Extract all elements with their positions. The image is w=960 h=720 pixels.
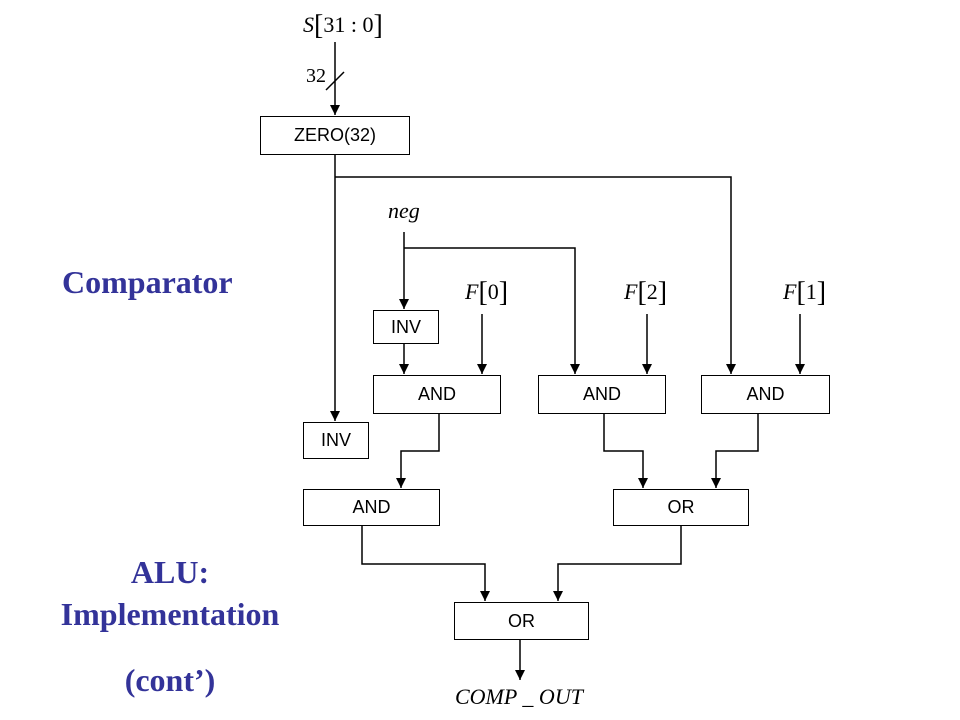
bus-slash xyxy=(325,71,345,91)
wire-and-f2-to-or xyxy=(603,414,648,488)
comparator-heading: Comparator xyxy=(62,264,233,300)
label-comp-out: COMP _ OUT xyxy=(455,686,583,708)
or-right-block: OR xyxy=(613,489,749,526)
label-f2: F[2] xyxy=(624,277,668,308)
bus-width: 32 xyxy=(306,65,326,87)
and-f0-block: AND xyxy=(373,375,501,414)
wire-or-to-or-final xyxy=(553,526,682,601)
comp-out-text: COMP _ OUT xyxy=(455,684,583,709)
zero-32-block: ZERO(32) xyxy=(260,116,410,155)
or-final-block: OR xyxy=(454,602,589,640)
slide-title-line3: (cont’) xyxy=(124,662,216,698)
wire-zero-to-and-f1 xyxy=(335,176,736,374)
inv-zero-block: INV xyxy=(303,422,369,459)
label-f1: F[1] xyxy=(783,277,827,308)
wire-and-f1-to-or xyxy=(711,414,759,488)
label-neg: neg xyxy=(388,200,420,222)
s-range: 31 : 0 xyxy=(323,12,374,37)
inv-neg-block: INV xyxy=(373,310,439,344)
slide-title-line1: ALU: xyxy=(130,554,210,590)
slide-title-line2: Implementation xyxy=(60,596,280,632)
s-name: S xyxy=(303,12,314,37)
label-f0: F[0] xyxy=(465,277,509,308)
wire-and-left-to-or-final xyxy=(361,526,490,601)
and-f2-block: AND xyxy=(538,375,666,414)
wire-neg-to-and-f2 xyxy=(404,247,580,374)
label-bus-width: 32 xyxy=(306,66,326,86)
and-left-block: AND xyxy=(303,489,440,526)
and-f1-block: AND xyxy=(701,375,830,414)
label-s-bus: S[31 : 0] xyxy=(303,10,383,41)
wire-and-f0-to-and-left xyxy=(396,414,440,488)
neg-text: neg xyxy=(388,198,420,223)
